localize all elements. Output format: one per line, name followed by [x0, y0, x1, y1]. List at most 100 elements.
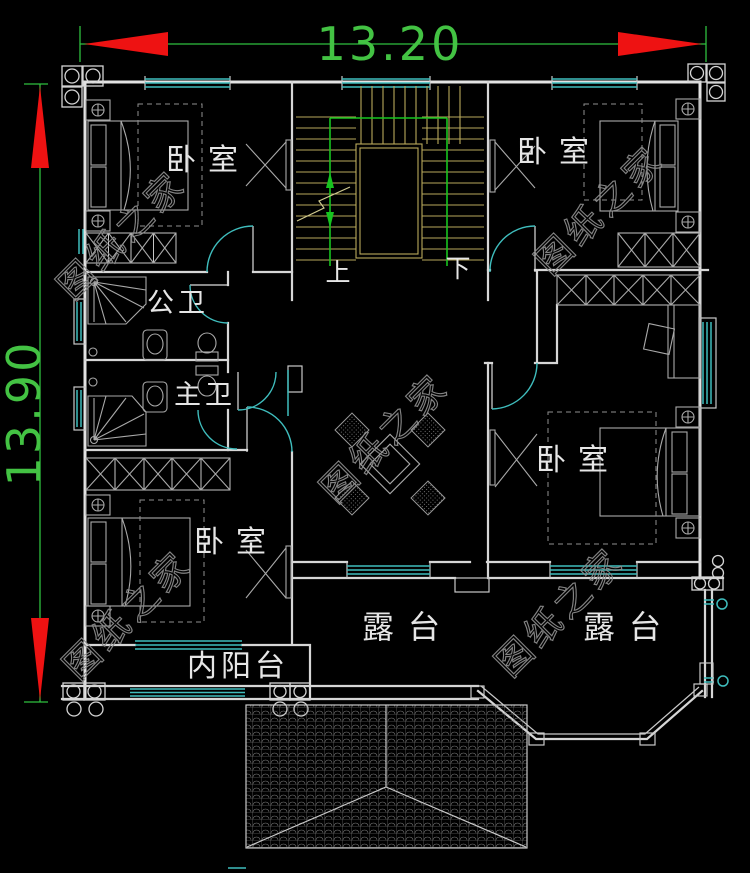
washbasin	[142, 381, 168, 413]
dimension-height-text: 13.90	[0, 340, 51, 487]
corridor-closet	[556, 274, 701, 306]
nightstand	[675, 98, 701, 120]
duct-shaft	[287, 365, 303, 393]
window-bedroom-bl-south	[135, 640, 242, 650]
chair	[334, 412, 370, 448]
toilet	[197, 332, 217, 354]
window-left-lower	[73, 386, 87, 431]
pillow	[90, 166, 107, 208]
window-hall-south	[346, 562, 431, 578]
door-master-bathroom	[237, 371, 277, 411]
room-label-bedroom-bottom-left: 卧室	[194, 525, 278, 560]
window-left-upper	[73, 298, 87, 345]
stair-void-outer	[355, 143, 423, 259]
stair-up-label: 上	[325, 258, 350, 287]
desk	[667, 304, 701, 379]
room-label-bedroom-top-left: 卧室	[166, 143, 250, 178]
dimension-arrow-right	[618, 32, 702, 56]
stair-down-label: 下	[445, 254, 470, 283]
room-label-master-bathroom: 主卫	[174, 380, 236, 411]
table	[359, 433, 421, 495]
dimension-left: 13.90	[0, 83, 51, 703]
shower	[87, 276, 147, 325]
interior-walls	[83, 80, 710, 701]
wardrobe	[617, 232, 701, 268]
hall-dining-set	[334, 412, 446, 516]
parapet-pier	[699, 662, 714, 685]
nightstand	[85, 494, 111, 516]
window-left-bedroom	[78, 229, 84, 254]
room-label-terrace-left: 露台	[362, 608, 454, 646]
stair-void-inner	[359, 147, 419, 255]
bedroom-top-left: 卧室	[85, 99, 292, 264]
public-bathroom: 公卫	[87, 276, 219, 362]
columns-top-left	[61, 65, 104, 108]
door-bedroom-top-left	[206, 225, 254, 273]
room-label-bedroom-top-right: 卧室	[517, 135, 601, 170]
pillow	[671, 431, 688, 473]
doors	[189, 225, 538, 453]
staircase: 上 下	[296, 86, 484, 287]
pillow	[90, 124, 107, 166]
stair-arrow-up-icon	[326, 172, 334, 188]
pillow	[671, 473, 688, 515]
door-bedroom-top-right	[489, 225, 536, 273]
desk-chair	[642, 322, 676, 356]
bedroom-right: 卧室	[489, 304, 701, 545]
washbasin	[142, 329, 168, 361]
lower-roof	[245, 704, 528, 849]
door-master-bathroom-inner	[197, 409, 238, 450]
dimension-width-text: 13.20	[317, 17, 464, 71]
tv-panel	[489, 429, 496, 486]
room-label-inner-balcony: 内阳台	[187, 649, 289, 684]
nightstand	[675, 211, 701, 233]
watermark-bottom-left: 图纸之家	[56, 543, 201, 688]
chair	[334, 480, 370, 516]
shower	[87, 395, 147, 447]
windows	[73, 76, 729, 869]
pillow	[90, 521, 107, 563]
wardrobe	[85, 232, 177, 264]
bay-pier	[528, 732, 545, 746]
nightstand	[675, 517, 701, 539]
tv-panel	[285, 139, 292, 191]
terrace-door-threshold	[454, 577, 490, 593]
bed	[599, 427, 701, 517]
dimension-arrow-up	[31, 86, 49, 168]
columns-top-right	[687, 63, 726, 102]
room-label-terrace-right: 露台	[583, 608, 675, 646]
dimension-arrow-left	[84, 32, 168, 56]
pillow	[90, 563, 107, 605]
bedroom-top-right: 卧室	[489, 98, 701, 268]
window-bedroom-right-south	[549, 562, 638, 578]
nightstand	[675, 406, 701, 428]
dimension-arrow-down	[31, 618, 49, 700]
tv-panel	[285, 545, 292, 599]
pillow	[659, 166, 676, 208]
dimension-top: 13.20	[79, 17, 707, 71]
door-public-bathroom	[189, 284, 229, 324]
bay-pier	[470, 685, 485, 699]
master-bathroom: 主卫	[87, 365, 236, 447]
window-top-left	[144, 76, 231, 90]
toilet	[197, 375, 217, 397]
bay-pier	[639, 732, 656, 746]
tv-panel	[489, 139, 496, 193]
toilet-tank	[195, 351, 219, 362]
window-right-bay	[698, 317, 717, 409]
room-label-bedroom-right: 卧室	[536, 443, 620, 478]
bed	[87, 517, 191, 607]
window-top-center	[341, 76, 431, 90]
door-bedroom-bottom-left	[246, 406, 293, 453]
door-bedroom-right	[491, 362, 538, 410]
window-balcony-front	[130, 688, 245, 697]
wardrobe	[85, 457, 231, 491]
columns-terrace-right	[691, 554, 725, 591]
window-top-right	[551, 76, 638, 90]
watermarks: 图纸之家 图纸之家 图纸之家 图纸之家 图纸之家	[49, 137, 673, 688]
room-label-public-bathroom: 公卫	[147, 288, 209, 319]
chair	[410, 412, 446, 448]
pillow	[659, 124, 676, 166]
stair-break-line	[296, 186, 351, 222]
